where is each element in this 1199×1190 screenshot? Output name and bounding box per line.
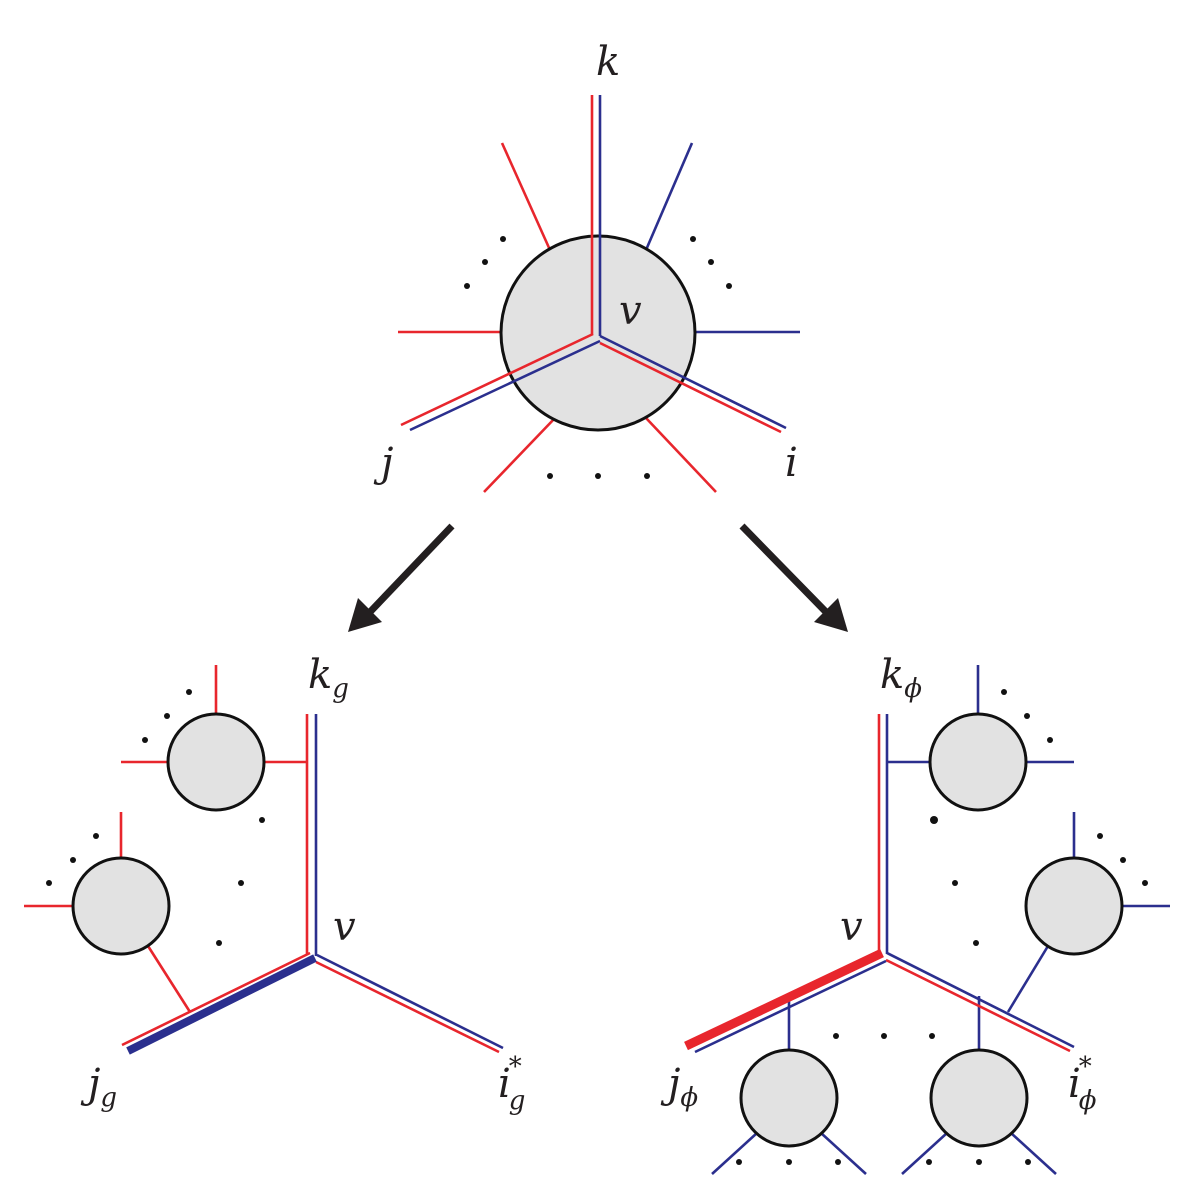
br-dot: [786, 1159, 792, 1165]
bl-i-red-line: [315, 960, 500, 1054]
br-blob-bottom-left: [739, 1048, 839, 1148]
top-red-leg-upper-left: [500, 142, 552, 251]
br-blob-upper: [928, 712, 1028, 812]
br-dot: [926, 1159, 932, 1165]
top-dot: [500, 236, 506, 242]
top-dot: [482, 259, 488, 265]
br-blue-leg: [820, 1132, 867, 1175]
br-i-red-line: [885, 958, 1071, 1053]
bl-j-red-line: [121, 951, 311, 1047]
bl-dot: [186, 689, 192, 695]
top-dot: [708, 259, 714, 265]
br-dot: [1024, 713, 1030, 719]
br-j-blue-line: [694, 959, 887, 1054]
br-blue-leg: [1006, 945, 1050, 1013]
top-i-blue-line: [599, 334, 787, 430]
top-j-red-line: [400, 332, 594, 427]
br-blue-leg: [1010, 1132, 1057, 1175]
top-red-leg-lower-left: [483, 417, 556, 493]
bl-blob-upper: [166, 712, 266, 812]
br-dot: [1025, 1159, 1031, 1165]
bl-dot: [142, 737, 148, 743]
br-dot: [1120, 857, 1126, 863]
bl-dot: [238, 880, 244, 886]
br-i-blue-line: [886, 951, 1075, 1049]
top-i-red-line: [599, 341, 782, 434]
br-dot: [976, 1159, 982, 1165]
br-dot: [1047, 737, 1053, 743]
bl-label-v: v: [333, 904, 356, 950]
br-dot: [973, 940, 979, 946]
bottom-right-scalar-diagram: kϕ v jϕ i*ϕ: [660, 652, 1170, 1175]
bl-label-i: i*g: [498, 1052, 525, 1116]
br-label-v: v: [840, 904, 863, 950]
br-j-red-thick-line: [684, 948, 884, 1051]
bl-dot: [259, 817, 265, 823]
bl-red-leg: [146, 945, 192, 1013]
top-blob: [499, 234, 697, 432]
br-blue-leg: [711, 1132, 758, 1175]
br-label-i: i*ϕ: [1068, 1052, 1097, 1116]
top-dot: [547, 473, 553, 479]
top-dot: [726, 283, 732, 289]
bl-label-k: kg: [308, 652, 349, 704]
br-dot: [881, 1033, 887, 1039]
top-blue-leg-upper-right: [644, 142, 694, 251]
br-dot: [1097, 833, 1103, 839]
bl-blob-lower: [71, 856, 171, 956]
top-vertex-diagram: k v j i: [373, 39, 800, 493]
top-label-v: v: [619, 288, 642, 334]
top-label-k: k: [596, 39, 620, 85]
br-dot: [952, 880, 958, 886]
bottom-left-gauge-diagram: kg v jg i*g: [24, 652, 525, 1116]
top-j-blue-line: [409, 339, 601, 432]
br-blob-bottom-right: [929, 1048, 1029, 1148]
br-dot: [929, 1033, 935, 1039]
top-label-j: j: [373, 440, 393, 486]
bl-label-j: jg: [80, 1061, 117, 1113]
bl-i-blue-line: [316, 953, 504, 1050]
br-dot: [833, 1033, 839, 1039]
top-dot: [595, 473, 601, 479]
arrow-left: [348, 523, 455, 632]
bl-dot: [70, 857, 76, 863]
bl-dot: [93, 833, 99, 839]
arrow-right: [739, 523, 848, 632]
br-dot: [736, 1159, 742, 1165]
bl-dot: [46, 880, 52, 886]
bl-dot: [216, 940, 222, 946]
br-blob-right: [1024, 856, 1124, 956]
br-dot: [835, 1159, 841, 1165]
br-dot: [1142, 880, 1148, 886]
top-dot: [690, 236, 696, 242]
br-label-j: jϕ: [660, 1061, 698, 1113]
br-blue-leg: [901, 1132, 948, 1175]
top-dot: [464, 283, 470, 289]
top-red-leg-lower-right: [645, 417, 717, 493]
bl-j-blue-thick-line: [126, 954, 317, 1055]
bl-dot: [164, 713, 170, 719]
br-dot: [1001, 689, 1007, 695]
br-dot: [930, 816, 938, 824]
top-label-i: i: [785, 440, 798, 486]
top-dot: [644, 473, 650, 479]
br-label-k: kϕ: [880, 652, 922, 704]
